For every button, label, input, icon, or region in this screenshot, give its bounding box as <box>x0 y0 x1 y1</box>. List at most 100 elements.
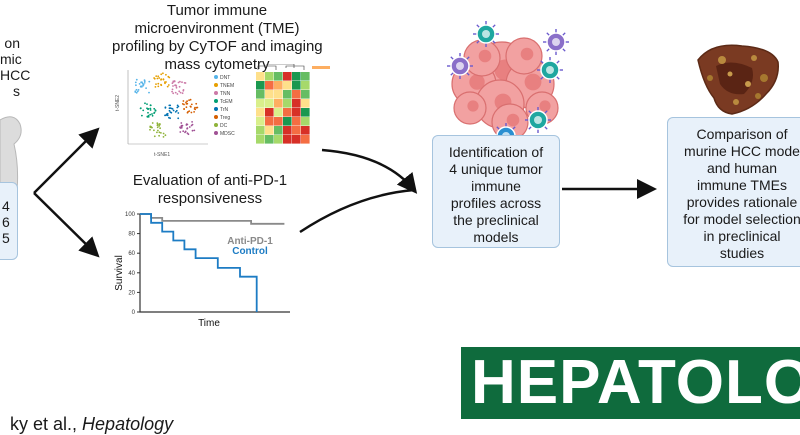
heatmap-cell <box>274 108 283 117</box>
tsne-point <box>156 77 159 80</box>
km-ytick-label: 20 <box>128 290 135 296</box>
tsne-point <box>172 81 175 83</box>
tsne-point <box>189 105 192 108</box>
tsne-point <box>148 91 150 94</box>
tsne-point <box>144 102 146 105</box>
tsne-point <box>186 100 188 103</box>
tsne-point <box>188 110 191 112</box>
km-series-line <box>140 213 258 312</box>
km-ytick-label: 100 <box>125 212 136 218</box>
immune-cell-nucleus <box>552 38 560 46</box>
arrow-to-tme <box>33 127 100 194</box>
tsne-point <box>160 78 163 81</box>
tsne-point <box>136 90 139 93</box>
tsne-point <box>173 80 176 82</box>
heatmap-cell <box>301 72 310 81</box>
heatmap-cell <box>301 108 310 117</box>
heatmap-cell <box>301 99 310 108</box>
tsne-point <box>179 91 182 94</box>
tsne-point <box>179 127 182 129</box>
tme-heading: Tumor immune microenvironment (TME) prof… <box>112 2 323 73</box>
tsne-point <box>153 135 156 138</box>
expression-heatmap <box>256 64 330 144</box>
tsne-point <box>184 130 187 133</box>
heatmap-cell <box>265 99 274 108</box>
legend-swatch <box>214 99 218 103</box>
tsne-point <box>185 124 188 126</box>
tumor-cell-nucleus <box>506 113 520 127</box>
tsne-point <box>191 121 193 123</box>
heatmap-cell <box>274 135 283 144</box>
tsne-point <box>182 100 185 102</box>
tsne-point <box>140 81 143 84</box>
heatmap-cell <box>292 108 301 117</box>
heatmap-cell <box>274 81 283 90</box>
heatmap-cell <box>292 126 301 135</box>
left-model-list-fragment: 4 6 5 <box>2 198 10 246</box>
tsne-point <box>162 132 165 135</box>
tsne-point <box>190 111 193 114</box>
legend-label: DNT <box>220 75 231 81</box>
tsne-point <box>174 111 177 113</box>
tsne-point <box>179 131 182 133</box>
legend-swatch <box>214 115 218 119</box>
tsne-ylabel: t-SNE2 <box>115 94 122 112</box>
tsne-point <box>189 98 192 101</box>
tsne-point <box>134 91 137 93</box>
legend-label: Treg <box>220 115 231 121</box>
tsne-point <box>162 78 165 81</box>
legend-swatch <box>214 123 218 127</box>
heatmap-cell <box>292 81 301 90</box>
tsne-point <box>146 116 149 118</box>
tsne-point <box>185 106 188 109</box>
tsne-point <box>159 127 161 130</box>
tsne-point <box>151 122 154 124</box>
tsne-point <box>166 112 169 115</box>
tsne-point <box>177 117 180 120</box>
tsne-point <box>165 73 167 76</box>
heatmap-cell <box>283 108 292 117</box>
tsne-point <box>134 81 137 84</box>
tsne-point <box>139 85 142 88</box>
heatmap-cell <box>256 99 265 108</box>
left-model-box <box>0 182 18 260</box>
tsne-legend-item: TrN <box>214 106 235 114</box>
km-ytick-label: 0 <box>132 310 136 316</box>
tsne-point <box>176 93 179 95</box>
tsne-point <box>143 82 146 84</box>
heatmap-cell <box>283 117 292 126</box>
heatmap-cell <box>301 117 310 126</box>
tumor-cell-nucleus <box>520 47 534 61</box>
legend-swatch <box>214 91 218 95</box>
tsne-point <box>182 130 185 133</box>
tsne-point <box>178 85 181 88</box>
identification-box: Identification of 4 unique tumor immune … <box>432 135 560 248</box>
heatmap-cell <box>256 90 265 99</box>
heatmap-cell <box>256 135 265 144</box>
heatmap-cell <box>256 108 265 117</box>
tsne-point <box>168 109 171 112</box>
tsne-point <box>171 108 174 110</box>
heatmap-cell <box>256 117 265 126</box>
tsne-point <box>178 90 181 93</box>
heatmap-cell <box>265 81 274 90</box>
citation-authors: ky et al., <box>10 414 83 434</box>
heatmap-cell <box>292 135 301 144</box>
tsne-point <box>170 111 173 114</box>
tsne-point <box>151 114 154 117</box>
km-ylabel: Survival <box>114 255 125 291</box>
tsne-point <box>190 124 193 127</box>
tsne-point <box>193 129 196 132</box>
tsne-point <box>139 107 142 110</box>
tsne-point <box>180 122 183 124</box>
tsne-point <box>169 117 171 120</box>
heatmap-cell <box>256 126 265 135</box>
heatmap-cell <box>292 90 301 99</box>
heatmap-cell <box>292 117 301 126</box>
tsne-point <box>162 72 164 75</box>
tsne-point <box>141 114 143 117</box>
tsne-point <box>164 107 167 109</box>
heatmap-cell <box>301 126 310 135</box>
pd1-heading: Evaluation of anti-PD-1 responsiveness <box>132 172 288 207</box>
